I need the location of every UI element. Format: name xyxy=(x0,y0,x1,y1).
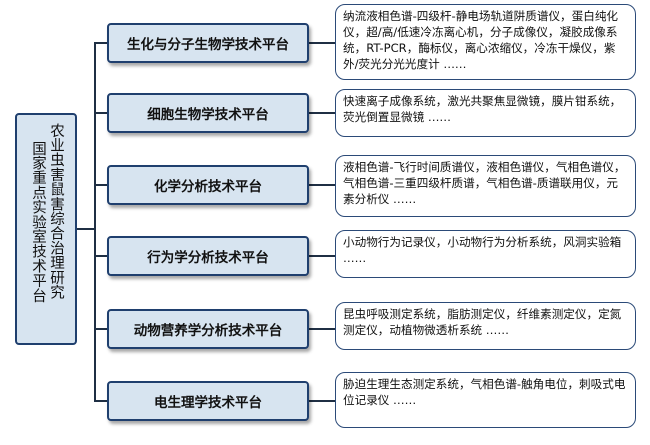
branch-line xyxy=(94,184,107,186)
root-platform-box: 农业虫害鼠害综合治理研究 国家重点实验室技术平台 xyxy=(15,113,77,345)
link-line xyxy=(309,328,335,330)
link-line xyxy=(309,42,335,44)
platform-cell-biology-equipment: 快速离子成像系统，激光共聚焦显微镜，膜片钳系统，荧光倒置显微镜 …… xyxy=(335,89,636,137)
platform-behavior-analysis: 行为学分析技术平台 xyxy=(107,236,309,276)
branch-line xyxy=(94,255,107,257)
branch-line xyxy=(94,42,107,44)
root-label-line-1: 农业虫害鼠害综合治理研究 xyxy=(48,123,64,300)
platform-electrophysiology: 电生理学技术平台 xyxy=(107,381,309,421)
platform-biochem-molecular-equipment: 纳流液相色谱-四级杆-静电场轨道阱质谱仪，蛋白纯化仪，超/高/低速冷冻离心机，分… xyxy=(335,4,636,80)
platform-biochem-molecular: 生化与分子生物学技术平台 xyxy=(107,23,309,63)
platform-chemical-analysis-equipment: 液相色谱-飞行时间质谱仪，液相色谱仪，气相色谱仪，气相色谱-三重四级杆质谱，气相… xyxy=(335,155,636,217)
link-line xyxy=(309,400,335,402)
trunk-line xyxy=(94,42,96,401)
platform-animal-nutrition: 动物营养学分析技术平台 xyxy=(107,309,309,349)
platform-chemical-analysis: 化学分析技术平台 xyxy=(107,165,309,205)
platform-behavior-analysis-equipment: 小动物行为记录仪，小动物行为分析系统，风洞实验箱 …… xyxy=(335,230,636,278)
platform-electrophysiology-equipment: 胁迫生理生态测定系统，气相色谱-触角电位，刺吸式电位记录仪 …… xyxy=(335,372,636,428)
link-line xyxy=(309,112,335,114)
link-line xyxy=(309,255,335,257)
branch-line xyxy=(94,400,107,402)
root-connector xyxy=(77,228,95,230)
branch-line xyxy=(94,112,107,114)
root-label-line-2: 国家重点实验室技术平台 xyxy=(30,141,46,303)
branch-line xyxy=(94,328,107,330)
platform-animal-nutrition-equipment: 昆虫呼吸测定系统，脂肪测定仪，纤维素测定仪，定氮测定仪，动植物微透析系统 …… xyxy=(335,302,636,350)
platform-cell-biology: 细胞生物学技术平台 xyxy=(107,93,309,133)
link-line xyxy=(309,184,335,186)
